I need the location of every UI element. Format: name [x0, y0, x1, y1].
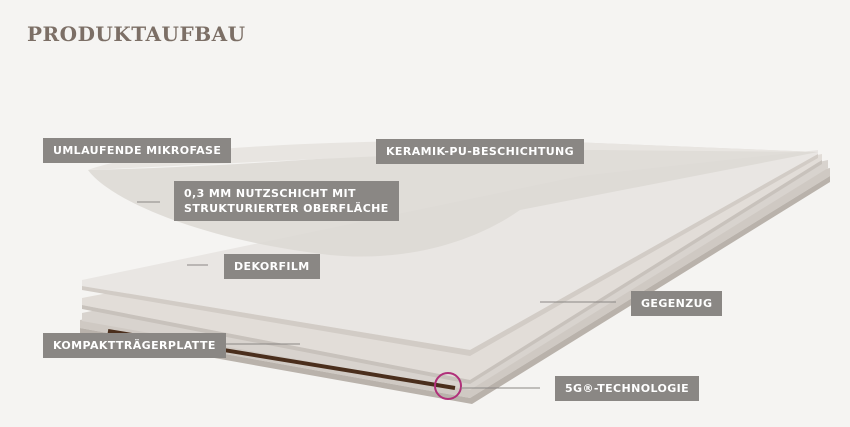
wear-layer-curl-top [88, 140, 818, 170]
label-tech: 5G®-TECHNOLOGIE [555, 376, 700, 401]
decor-film-layer [82, 150, 818, 350]
label-wear-layer: 0,3 MM NUTZSCHICHT MIT STRUKTURIERTER OB… [174, 181, 399, 221]
page-title: PRODUKTAUFBAU [27, 22, 246, 46]
label-backing: GEGENZUG [631, 291, 723, 316]
tech-highlight-circle [434, 372, 462, 400]
label-ceramic-coating: KERAMIK-PU-BESCHICHTUNG [376, 139, 585, 164]
label-core-board: KOMPAKTTRÄGERPLATTE [43, 333, 226, 358]
label-decor-film: DEKORFILM [224, 254, 320, 279]
wear-layer-curl [88, 140, 818, 257]
label-microbevel: UMLAUFENDE MIKROFASE [43, 138, 232, 163]
